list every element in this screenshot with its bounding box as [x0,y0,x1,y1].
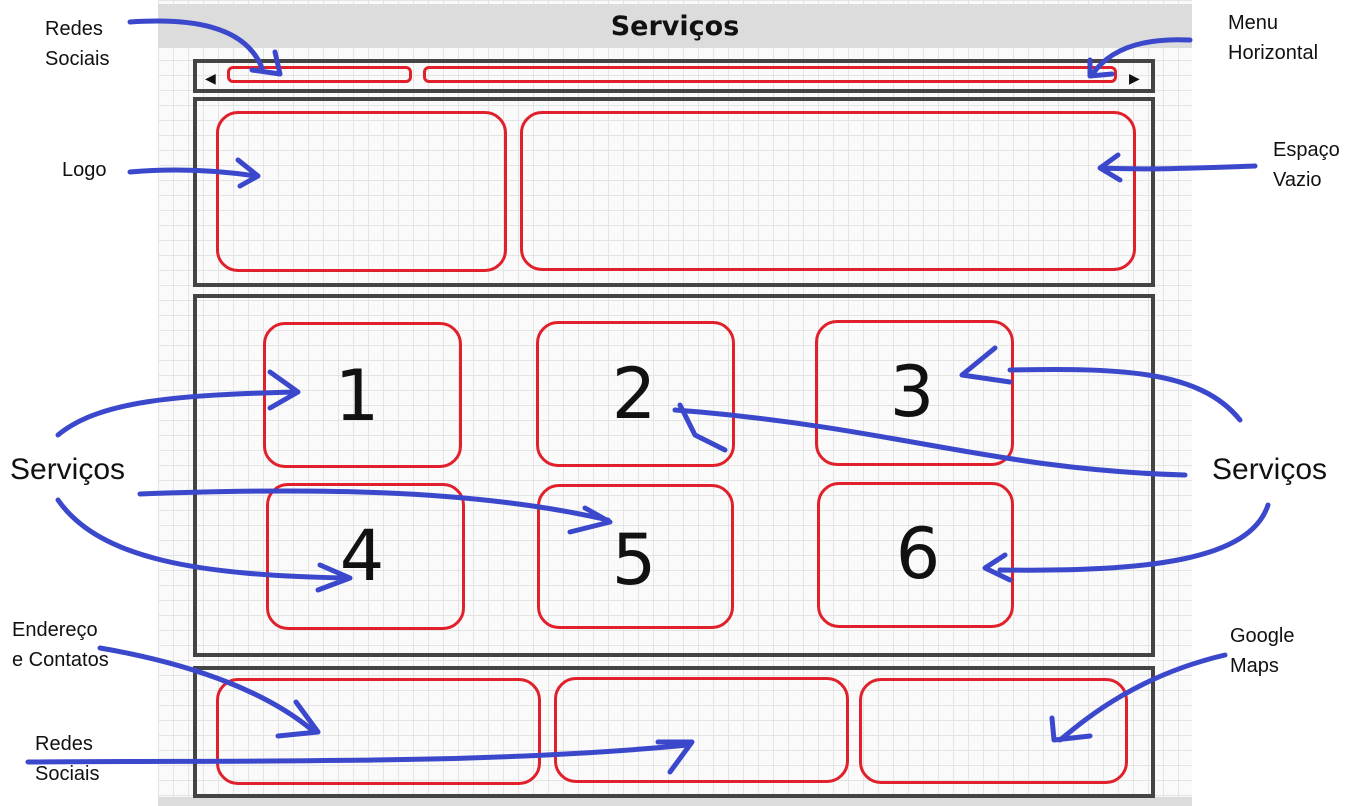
service-number-2: 2 [611,353,657,435]
label-servicos-right: Serviços [1212,453,1328,486]
label-logo: Logo [62,159,107,181]
service-number-3: 3 [889,351,935,433]
label-redes-sociais-bottom: Redes Sociais [35,733,100,785]
label-endereco-contatos: Endereço e Contatos [12,619,109,671]
service-box-5 [537,484,734,629]
page-title: Serviços [610,10,740,42]
service-number-1: 1 [334,355,380,437]
canvas-bottom-strip [158,797,1192,806]
header-section [193,97,1155,287]
address-contacts-placeholder [216,678,541,785]
horizontal-menu-placeholder [423,66,1117,83]
service-number-5: 5 [611,519,657,601]
footer-social-placeholder [554,677,849,783]
social-links-placeholder [227,66,412,83]
label-menu-horizontal: Menu Horizontal [1228,12,1319,64]
scroll-right-icon[interactable]: ▶ [1129,71,1140,87]
label-google-maps: Google Maps [1230,625,1295,677]
google-maps-placeholder [859,678,1128,784]
label-espaco-vazio: Espaço Vazio [1273,139,1340,191]
service-box-2 [536,321,735,467]
empty-space-placeholder [520,111,1136,271]
logo-placeholder [216,111,507,272]
label-redes-sociais-top: Redes Sociais [45,18,110,70]
service-number-6: 6 [895,513,941,595]
label-servicos-left: Serviços [10,453,126,486]
scroll-left-icon[interactable]: ◀ [205,71,216,87]
title-bar: Serviços [158,4,1192,48]
service-number-4: 4 [339,515,385,597]
